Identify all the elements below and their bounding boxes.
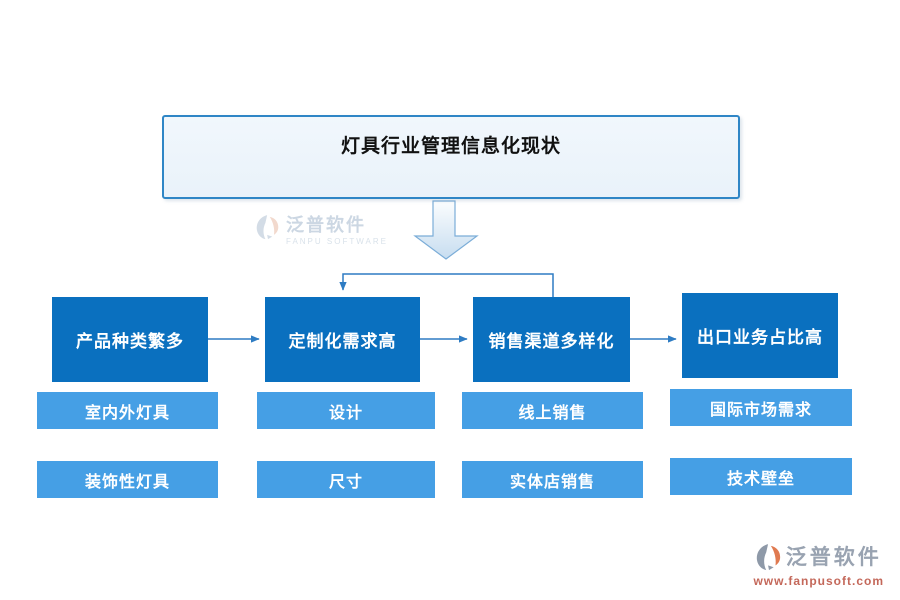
subnode-label: 实体店销售: [509, 473, 595, 491]
watermark-subtitle-text: FANPU SOFTWARE: [286, 237, 388, 246]
fanpu-logo-icon: [756, 544, 780, 571]
subnode-international-demand: 国际市场需求: [670, 389, 852, 426]
subnode-size: 尺寸: [257, 461, 435, 498]
watermark-corner: 泛普软件 www.fanpusoft.com: [753, 543, 884, 588]
node-sales-channels: 销售渠道多样化: [473, 297, 630, 382]
node-customization-demand: 定制化需求高: [265, 297, 420, 382]
subnode-design: 设计: [257, 392, 435, 429]
node-label: 销售渠道多样化: [488, 332, 615, 351]
subnode-technical-barriers: 技术壁垒: [670, 458, 852, 495]
subnode-indoor-outdoor-lamps: 室内外灯具: [37, 392, 218, 429]
node-export-business: 出口业务占比高: [682, 293, 838, 378]
subnode-label: 尺寸: [328, 473, 363, 491]
subnode-label: 技术壁垒: [726, 470, 795, 488]
subnode-decorative-lamps: 装饰性灯具: [37, 461, 218, 498]
subnode-store-sales: 实体店销售: [462, 461, 643, 498]
node-label: 产品种类繁多: [76, 332, 184, 351]
subnode-online-sales: 线上销售: [462, 392, 643, 429]
subnode-label: 装饰性灯具: [84, 473, 170, 491]
watermark-brand-text: 泛普软件: [785, 546, 882, 569]
subnode-label: 设计: [328, 404, 363, 422]
elbow-connector: [339, 273, 554, 298]
node-product-variety: 产品种类繁多: [52, 297, 208, 382]
diagram-title: 灯具行业管理信息化现状: [340, 136, 561, 157]
down-arrow-icon: [413, 200, 479, 260]
fanpu-logo-icon: [256, 215, 279, 240]
subnode-label: 线上销售: [518, 404, 587, 422]
node-label: 定制化需求高: [288, 332, 397, 351]
node-label: 出口业务占比高: [697, 328, 823, 347]
watermark-brand-text: 泛普软件: [286, 215, 366, 235]
subnode-label: 国际市场需求: [709, 401, 812, 419]
watermark-center: 泛普软件 FANPU SOFTWARE: [256, 214, 388, 246]
title-box: 灯具行业管理信息化现状: [162, 115, 740, 199]
subnode-label: 室内外灯具: [84, 404, 170, 422]
watermark-url-text: www.fanpusoft.com: [753, 574, 884, 588]
